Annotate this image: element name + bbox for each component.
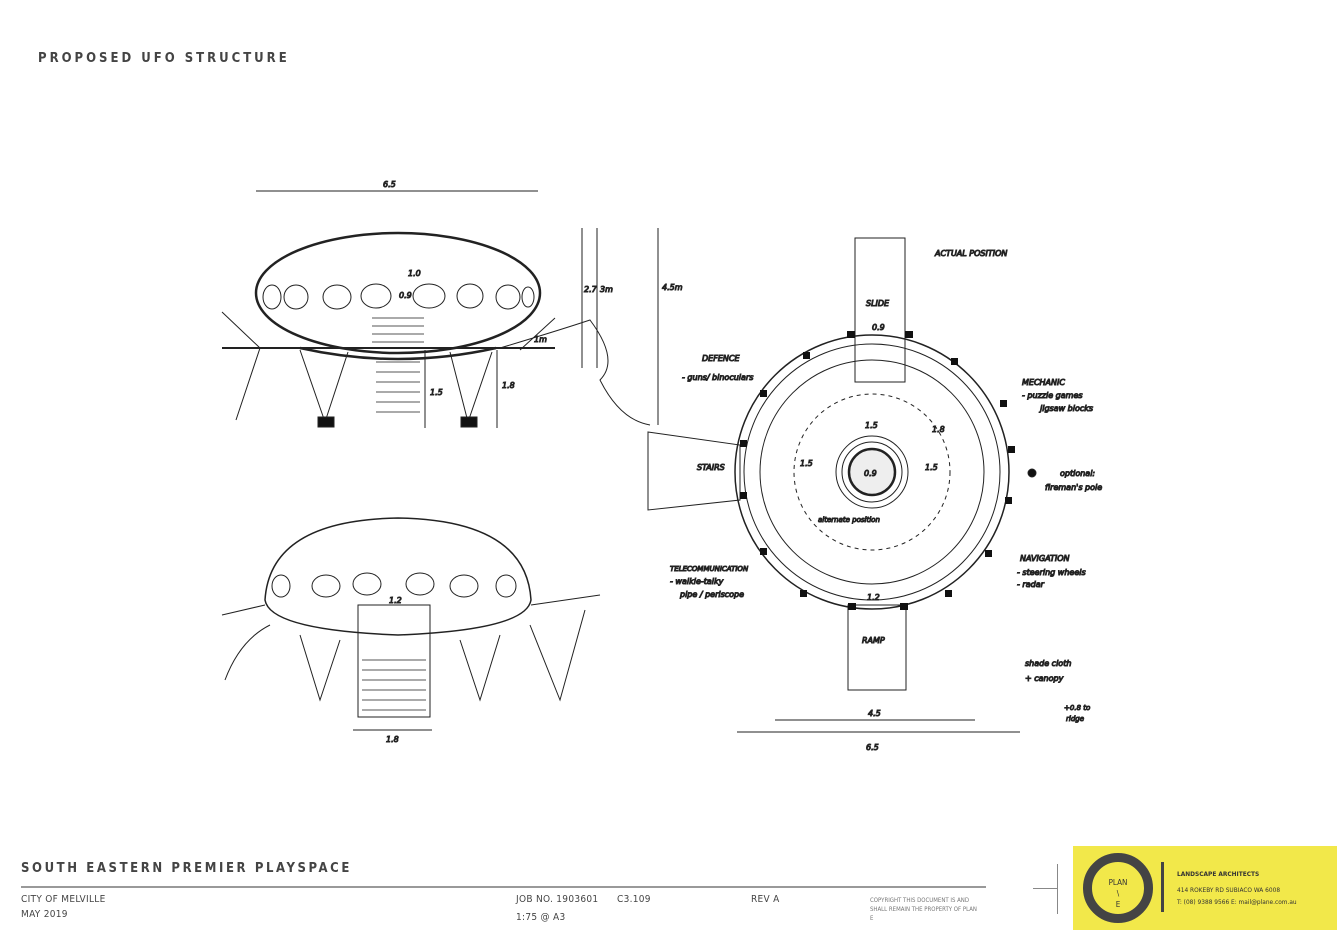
dim-ramp: 1.2: [867, 593, 880, 602]
job-number: JOB NO. 1903601: [516, 894, 599, 905]
front-elevation: 1.8 1.2: [221, 517, 601, 745]
logo-text: E: [1115, 900, 1121, 909]
dim-15a: 1.5: [865, 421, 878, 430]
label-shade-2: + canopy: [1025, 674, 1064, 683]
dim-width: 6.5: [383, 180, 396, 189]
plan-annotations: SLIDE 0.9 ACTUAL POSITION DEFENCE - guns…: [670, 249, 1103, 753]
label-defence-items: - guns/ binoculars: [682, 373, 753, 382]
label-stairs: STAIRS: [697, 463, 725, 472]
firm-address: 414 ROKEBY RD SUBIACO WA 6008: [1177, 886, 1281, 894]
drawing-number: C3.109: [617, 894, 651, 905]
dim-3m: 3m: [600, 285, 613, 294]
label-shade-3: +0.8 to: [1064, 704, 1090, 712]
label-telecom-2: pipe / periscope: [679, 590, 744, 599]
sheet-title: PROPOSED UFO STRUCTURE: [38, 51, 290, 66]
dim-45m: 4.5m: [662, 283, 683, 292]
dim-15b: 1.5: [800, 459, 813, 468]
label-alt-position: alternate position: [818, 516, 880, 524]
dim-front: 1.8: [386, 735, 399, 744]
dim-window-h: 0.9: [399, 291, 412, 300]
label-defence: DEFENCE: [702, 354, 740, 363]
label-actual-position: ACTUAL POSITION: [934, 249, 1007, 258]
title-rule: [21, 886, 986, 888]
plan-view: [647, 237, 1037, 733]
label-optional: optional:: [1060, 469, 1095, 478]
dim-1m: 1m: [534, 335, 547, 344]
logo-divider: [1161, 862, 1164, 912]
divider: [1033, 888, 1057, 889]
copyright: COPYRIGHT THIS DOCUMENT IS AND SHALL REM…: [870, 897, 977, 922]
label-telecom: TELECOMMUNICATION: [670, 565, 749, 573]
dim-45: 4.5: [868, 709, 881, 718]
plan-e-logo: PLAN \ E: [1083, 853, 1153, 923]
revision: REV A: [751, 894, 780, 905]
dim-slide: 0.9: [872, 323, 885, 332]
dim-core: 0.9: [864, 469, 877, 478]
side-elevation: 6.5 1.0 0.9 2.7 3m 4.5m 1.8 1.5 1m: [221, 180, 683, 428]
divider: [1057, 864, 1058, 914]
dim-window: 1.0: [408, 269, 421, 278]
firm-logo-block: PLAN \ E LANDSCAPE ARCHITECTS 414 ROKEBY R…: [1073, 846, 1337, 930]
label-slide: SLIDE: [866, 299, 890, 308]
dim-18: 1.8: [502, 381, 515, 390]
label-mechanic-1: - puzzle games: [1022, 391, 1083, 400]
logo-text: \: [1116, 889, 1120, 898]
dim-18-plan: 1.8: [932, 425, 945, 434]
dim-15c: 1.5: [925, 463, 938, 472]
label-mechanic: MECHANIC: [1022, 378, 1065, 387]
firm-name: LANDSCAPE ARCHITECTS: [1177, 870, 1260, 878]
firm-contact: T: (08) 9388 9566 E: mail@plane.com.au: [1177, 898, 1297, 906]
logo-text: PLAN: [1108, 878, 1128, 887]
date: MAY 2019: [21, 909, 68, 920]
label-navigation: NAVIGATION: [1020, 554, 1070, 563]
label-ramp: RAMP: [862, 636, 885, 645]
label-fireman-pole: fireman's pole: [1045, 483, 1102, 492]
label-mechanic-2: jigsaw blocks: [1039, 404, 1093, 413]
label-telecom-1: - walkie-talky: [670, 577, 724, 586]
client: CITY OF MELVILLE: [21, 894, 106, 905]
label-nav-2: - radar: [1017, 580, 1045, 589]
dim-27: 2.7: [584, 285, 598, 294]
dim-front-top: 1.2: [389, 596, 402, 605]
dim-15: 1.5: [430, 388, 443, 397]
label-shade-4: ridge: [1066, 715, 1084, 723]
dim-65: 6.5: [866, 743, 879, 752]
label-nav-1: - steering wheels: [1017, 568, 1086, 577]
scale: 1:75 @ A3: [516, 912, 566, 923]
label-shade-1: shade cloth: [1025, 659, 1071, 668]
project-title: SOUTH EASTERN PREMIER PLAYSPACE: [21, 861, 352, 876]
